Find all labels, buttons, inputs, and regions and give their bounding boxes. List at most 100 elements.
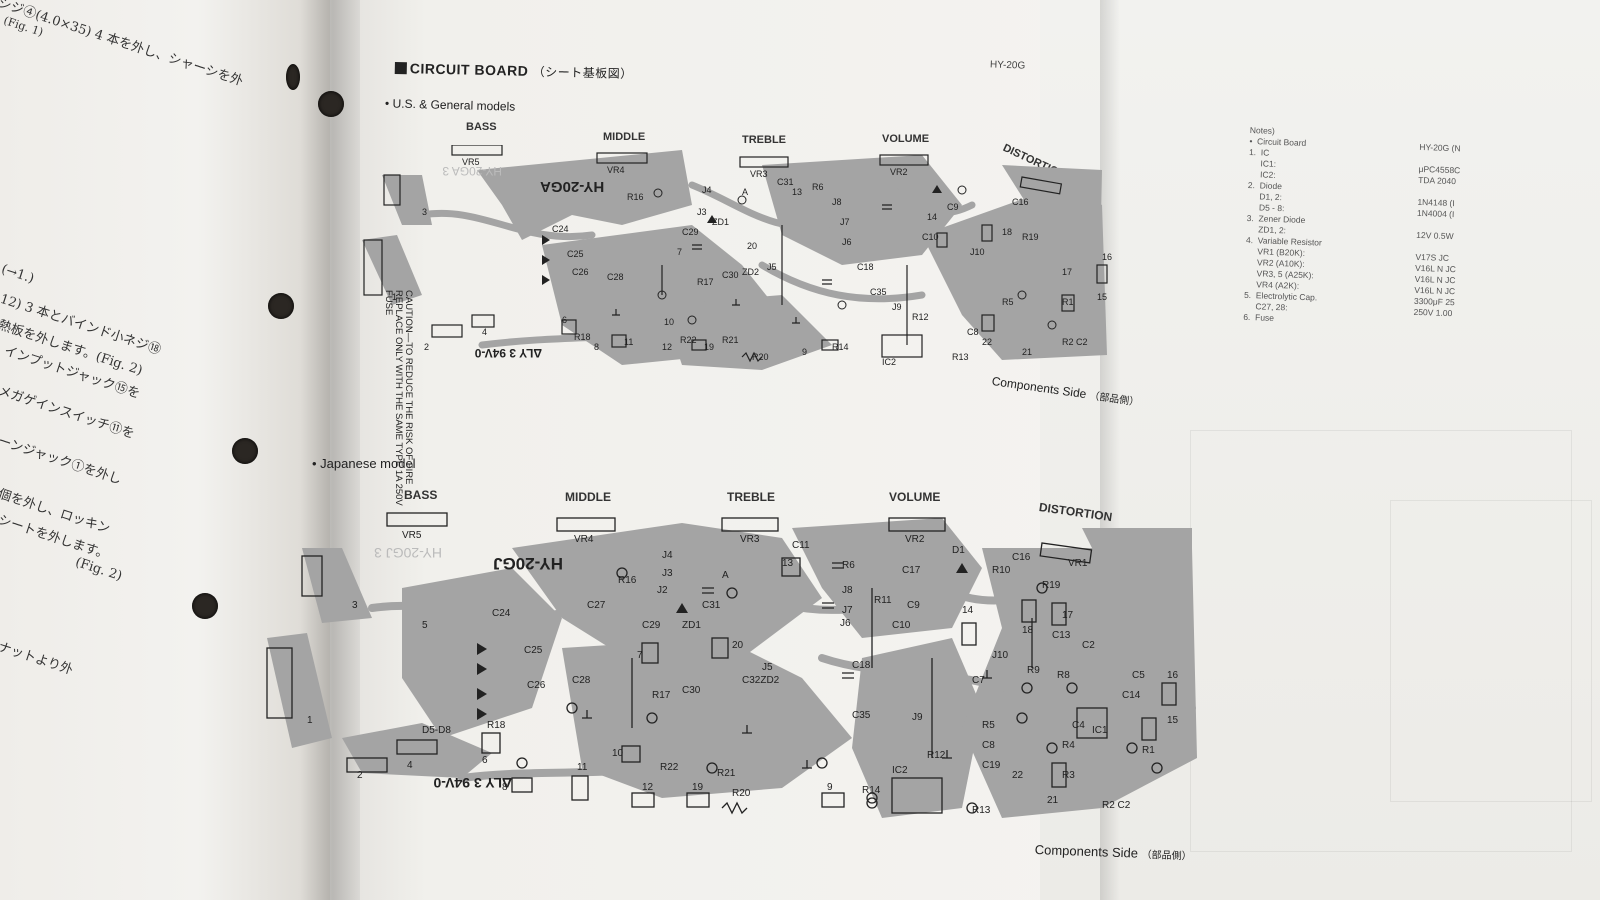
svg-text:C19: C19 — [982, 760, 1001, 771]
svg-text:R6: R6 — [812, 182, 824, 192]
svg-text:C25: C25 — [567, 249, 584, 259]
notes-row-label: 2. Diode — [1247, 179, 1283, 192]
svg-text:C10: C10 — [922, 232, 939, 242]
svg-text:VR5: VR5 — [462, 157, 480, 167]
svg-text:16: 16 — [1102, 252, 1112, 262]
svg-text:J4: J4 — [702, 185, 712, 195]
svg-text:22: 22 — [1012, 770, 1024, 781]
svg-text:A: A — [722, 570, 729, 581]
board1-label-treble: TREBLE — [742, 134, 786, 146]
svg-text:R8: R8 — [1057, 670, 1070, 681]
board1-label-middle: MIDDLE — [603, 131, 646, 143]
section-label-japan: • Japanese model — [312, 456, 416, 471]
svg-text:J6: J6 — [842, 237, 852, 247]
svg-text:J4: J4 — [662, 550, 673, 561]
svg-text:R11: R11 — [874, 595, 892, 606]
svg-text:IC2: IC2 — [882, 357, 896, 367]
svg-text:15: 15 — [1097, 292, 1107, 302]
notes-row-label: C27, 28: — [1243, 300, 1288, 313]
notes-row-label: D1, 2: — [1247, 190, 1283, 203]
binder-hole — [286, 64, 300, 90]
svg-text:9: 9 — [802, 347, 807, 357]
svg-text:R1: R1 — [1142, 745, 1155, 756]
svg-text:C16: C16 — [1012, 552, 1031, 563]
svg-text:16: 16 — [1167, 670, 1179, 681]
svg-text:VR3: VR3 — [750, 169, 768, 179]
svg-text:12: 12 — [642, 782, 654, 793]
svg-text:IC2: IC2 — [892, 765, 908, 776]
svg-text:VR2: VR2 — [905, 534, 925, 545]
svg-text:D1: D1 — [952, 545, 965, 556]
svg-text:R14: R14 — [832, 342, 849, 352]
svg-text:2: 2 — [357, 770, 363, 781]
svg-text:C29: C29 — [682, 227, 699, 237]
svg-text:VR5: VR5 — [402, 530, 422, 541]
svg-text:VR4: VR4 — [607, 165, 625, 175]
svg-text:18: 18 — [1022, 625, 1034, 636]
svg-text:10: 10 — [664, 317, 674, 327]
svg-text:12: 12 — [662, 342, 672, 352]
notes-row-label: • Circuit Board — [1249, 135, 1307, 148]
svg-text:C32ZD2: C32ZD2 — [742, 675, 780, 686]
svg-text:R12: R12 — [927, 750, 946, 761]
svg-text:R18: R18 — [487, 720, 506, 731]
svg-text:2: 2 — [424, 342, 429, 352]
svg-text:9: 9 — [827, 782, 833, 793]
svg-text:19: 19 — [692, 782, 704, 793]
binder-hole — [232, 438, 258, 464]
svg-text:R2 C2: R2 C2 — [1102, 800, 1131, 811]
board1-label-volume: VOLUME — [882, 133, 930, 145]
svg-text:J10: J10 — [970, 247, 985, 257]
svg-text:8: 8 — [502, 782, 508, 793]
svg-text:D5-D8: D5-D8 — [422, 725, 451, 736]
left-page: シジ④(4.0×35) 4 本を外し、シャーシを外 (Fig. 1) (→1.)… — [0, 0, 330, 900]
svg-text:R10: R10 — [992, 565, 1011, 576]
notes-row-label: 6. Fuse — [1243, 311, 1275, 323]
svg-text:4: 4 — [482, 327, 487, 337]
svg-text:VR2: VR2 — [890, 167, 908, 177]
board2-label-middle: MIDDLE — [565, 490, 611, 504]
svg-text:C24: C24 — [492, 608, 511, 619]
svg-text:C29: C29 — [642, 620, 661, 631]
left-text-line: ナットより外 — [0, 639, 75, 679]
svg-text:J3: J3 — [662, 568, 673, 579]
svg-text:C9: C9 — [907, 600, 920, 611]
binder-hole — [192, 593, 218, 619]
svg-text:R1: R1 — [1062, 297, 1074, 307]
svg-text:C8: C8 — [967, 327, 979, 337]
title-text: CIRCUIT BOARD — [409, 60, 529, 79]
svg-text:14: 14 — [962, 605, 974, 616]
svg-text:R13: R13 — [972, 805, 991, 816]
svg-text:C11: C11 — [792, 540, 810, 551]
svg-text:5: 5 — [422, 620, 428, 631]
svg-text:18: 18 — [1002, 227, 1012, 237]
svg-text:6: 6 — [482, 755, 488, 766]
board1-label-bass: BASS — [466, 121, 497, 133]
svg-text:C26: C26 — [527, 680, 546, 691]
notes-row-label: IC1: — [1248, 157, 1277, 169]
svg-text:ΔLY 3 94V-0: ΔLY 3 94V-0 — [474, 346, 542, 360]
svg-text:19: 19 — [704, 342, 714, 352]
svg-text:C30: C30 — [682, 685, 701, 696]
svg-text:R2 C2: R2 C2 — [1062, 337, 1088, 347]
svg-text:J9: J9 — [912, 712, 923, 723]
svg-text:C35: C35 — [852, 710, 871, 721]
notes-row-label: ZD1, 2: — [1246, 223, 1287, 236]
svg-text:17: 17 — [1062, 267, 1072, 277]
svg-text:HY-20GA 3: HY-20GA 3 — [442, 164, 502, 178]
svg-text:6: 6 — [562, 315, 567, 325]
notes-row-label: 3. Zener Diode — [1246, 212, 1306, 225]
binder-hole — [318, 91, 344, 117]
svg-text:ZD1: ZD1 — [682, 620, 701, 631]
svg-text:1: 1 — [307, 715, 313, 726]
svg-text:C13: C13 — [1052, 630, 1071, 641]
svg-text:R18: R18 — [574, 332, 591, 342]
svg-text:J5: J5 — [767, 262, 777, 272]
svg-text:VR4: VR4 — [574, 534, 594, 545]
